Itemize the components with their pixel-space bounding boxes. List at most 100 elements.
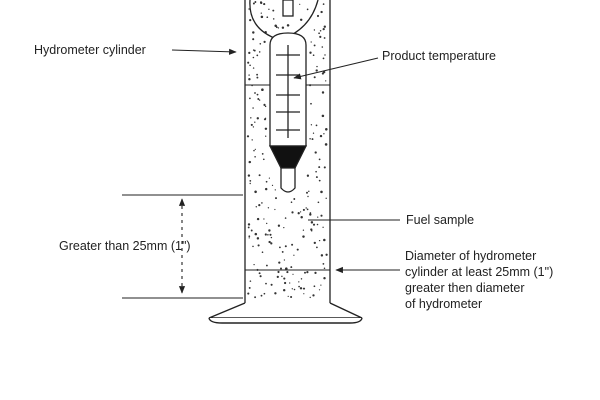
fuel-speck [290,295,293,299]
fuel-speck [318,158,321,161]
fuel-speck [289,282,291,284]
fuel-speck [250,123,253,126]
fuel-speck [325,197,327,200]
fuel-speck [272,9,275,12]
fuel-speck [254,190,257,194]
fuel-speck [252,107,254,109]
fuel-speck [299,18,303,22]
fuel-speck [249,97,251,100]
label-greater-than: Greater than 25mm (1") [59,239,191,253]
fuel-speck [297,212,300,215]
fuel-speck [265,282,267,285]
fuel-speck [256,93,259,96]
label-diameter-line-4: of hydrometer [405,297,482,311]
fuel-speck [322,57,325,60]
fuel-speck [299,211,302,213]
fuel-speck [309,296,311,299]
fuel-speck [309,213,312,216]
fuel-speck [275,197,277,200]
fuel-speck [246,135,250,138]
fuel-speck [252,245,254,248]
fuel-speck [310,229,313,232]
fuel-speck [302,208,305,211]
fuel-speck [268,177,270,179]
fuel-speck [274,208,276,211]
fuel-speck [317,201,320,204]
label-diameter-line-1: Diameter of hydrometer [405,249,536,263]
fuel-speck [264,105,267,108]
fuel-speck [249,64,251,67]
fuel-speck [254,232,258,236]
fuel-speck [321,46,324,48]
fuel-speck [272,18,275,20]
fuel-speck [315,124,318,127]
fuel-speck [256,54,259,57]
fuel-speck [254,148,256,151]
fuel-speck [275,26,278,29]
fuel-speck [287,295,289,298]
fuel-speck [324,143,328,146]
fuel-speck [256,268,259,271]
fuel-speck [249,179,252,182]
fuel-speck [315,69,318,72]
fuel-speck [315,170,317,173]
fuel-speck [307,195,309,198]
fuel-speck [292,273,294,275]
fuel-speck [256,217,260,221]
fuel-speck [249,280,252,282]
fuel-speck [291,288,293,290]
fuel-speck [264,187,268,191]
fuel-speck [306,271,309,274]
fuel-speck [258,272,261,275]
fuel-speck [248,78,251,81]
fuel-speck [306,8,309,11]
fuel-speck [302,287,306,290]
fuel-speck [283,259,286,261]
fuel-speck [247,223,251,226]
fuel-speck [263,3,266,6]
fuel-speck [287,24,290,27]
fuel-speck [302,235,305,238]
fuel-speck [258,174,261,177]
fuel-speck [320,214,323,217]
fuel-speck [290,201,293,203]
label-diameter-line-2: cylinder at least 25mm (1") [405,265,553,279]
fuel-speck [323,25,326,28]
fuel-speck [277,224,281,227]
fuel-speck [291,211,294,214]
fuel-speck [323,133,325,135]
fuel-speck [283,277,286,280]
fuel-speck [318,166,321,169]
fuel-speck [306,191,308,194]
fuel-speck [312,294,315,297]
fuel-speck [252,38,255,41]
fuel-speck [283,226,285,229]
fuel-speck [319,30,322,32]
fuel-speck [323,166,326,169]
fuel-speck [248,237,250,239]
fuel-speck [318,32,320,35]
fuel-speck [261,153,264,155]
fuel-speck [306,208,309,211]
fuel-speck [262,158,265,161]
fuel-speck [263,218,265,220]
fuel-speck [291,243,294,246]
fuel-speck [320,254,324,257]
fuel-speck [258,99,261,101]
fuel-speck [260,12,262,14]
fuel-speck [257,98,260,100]
fuel-speck [260,15,264,19]
fuel-speck [265,135,267,137]
fuel-speck [252,49,255,51]
label-diameter-line-3: greater then diameter [405,281,525,295]
fuel-speck [325,128,328,131]
fuel-speck [253,263,255,266]
fuel-speck [322,226,324,228]
fuel-speck [264,127,268,131]
fuel-speck [270,236,273,239]
fuel-speck [253,149,255,152]
fuel-speck [278,261,281,264]
fuel-speck [320,10,323,14]
fuel-speck [323,37,326,39]
